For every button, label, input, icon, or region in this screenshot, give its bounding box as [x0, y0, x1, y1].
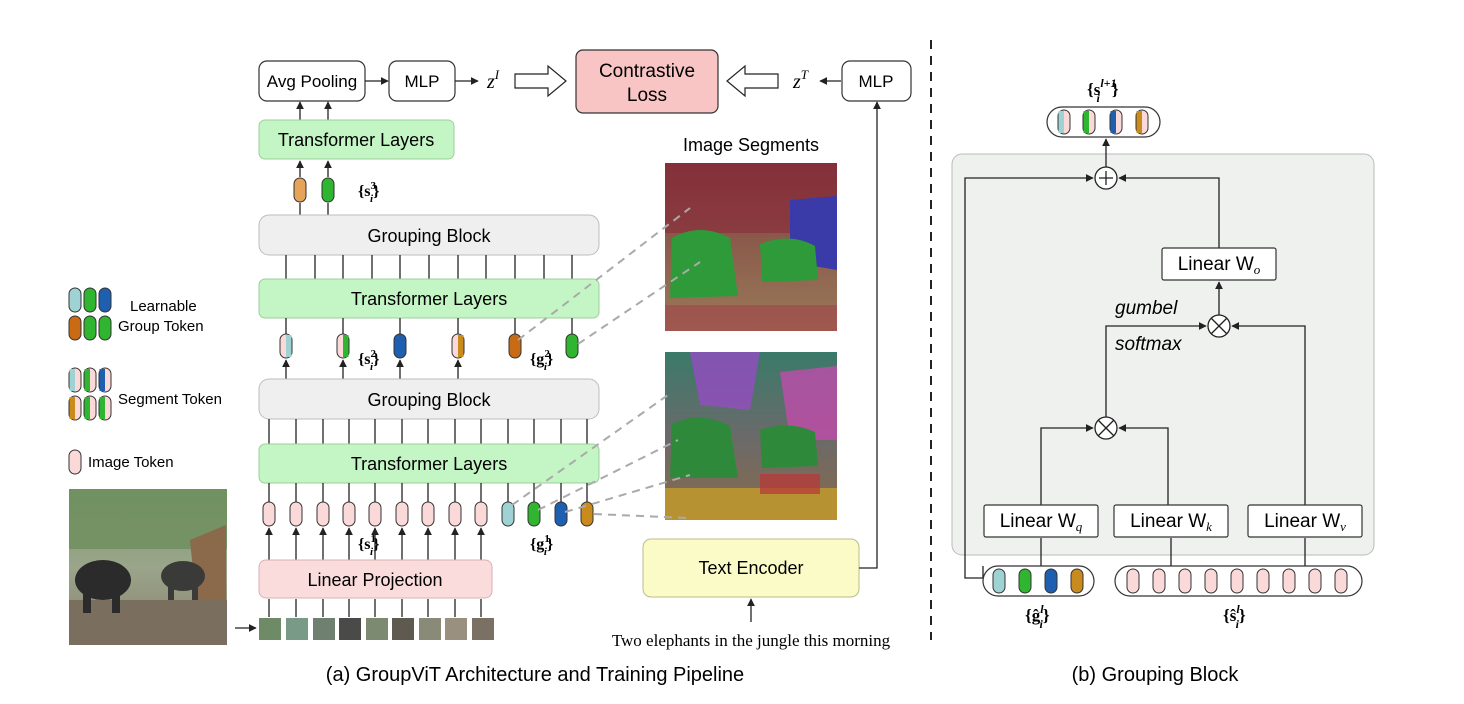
- softmax-label: softmax: [1115, 334, 1183, 355]
- segment-token: [293, 177, 307, 203]
- residual-add-icon: [1094, 166, 1118, 190]
- caption-text: Two elephants in the jungle this morning: [612, 631, 891, 650]
- legend-image-token: Image Token: [88, 454, 174, 471]
- linear-wk-box: Linear Wk: [1113, 504, 1229, 538]
- segment-image-bottom: [665, 352, 837, 520]
- transformer-mid-label: Transformer Layers: [351, 289, 507, 309]
- linear-wk-label: Linear Wk: [1130, 511, 1212, 534]
- z-image-label: zI: [486, 67, 500, 93]
- linear-wo-box: Linear Wo: [1161, 247, 1277, 281]
- contrastive-loss-box: Contrastive Loss: [575, 49, 719, 114]
- text-encoder-label: Text Encoder: [698, 558, 803, 578]
- contrastive-label-1: Contrastive: [599, 61, 695, 82]
- image-patches: [259, 618, 494, 640]
- grouping-upper-label: Grouping Block: [367, 226, 491, 246]
- transformer-top-label: Transformer Layers: [278, 130, 434, 150]
- group-token: [565, 333, 579, 359]
- group-token: [508, 333, 522, 359]
- input-group-token-pill: [982, 565, 1095, 597]
- z-text-label: zT: [792, 67, 809, 93]
- segment-token: [321, 177, 335, 203]
- linear-wv-box: Linear Wv: [1247, 504, 1363, 538]
- grouping-lower-label: Grouping Block: [367, 390, 491, 410]
- segment-token: [451, 333, 465, 359]
- grouping-block-lower: Grouping Block: [258, 378, 600, 420]
- image-to-loss-arrow: [514, 64, 567, 98]
- segment-image-top: [665, 163, 837, 331]
- output-token-pill: [1046, 106, 1161, 138]
- segment-token: [393, 333, 407, 359]
- mlp-text-box: MLP: [841, 60, 912, 102]
- multiply-upper-icon: [1207, 314, 1231, 338]
- legend-learnable-2: Group Token: [118, 318, 204, 335]
- mlp-image-box: MLP: [388, 60, 456, 102]
- transformer-low-label: Transformer Layers: [351, 454, 507, 474]
- group-token: [501, 501, 515, 527]
- mlp-image-label: MLP: [405, 72, 440, 91]
- group-token: [580, 501, 594, 527]
- image-segments-title: Image Segments: [683, 135, 819, 155]
- group-token: [554, 501, 568, 527]
- transformer-layers-top: Transformer Layers: [258, 119, 455, 160]
- group-token: [527, 501, 541, 527]
- caption-a: (a) GroupViT Architecture and Training P…: [326, 664, 744, 686]
- mlp-text-label: MLP: [859, 72, 894, 91]
- legend-learnable-1: Learnable: [130, 298, 197, 315]
- image-tokens-s1: [262, 501, 488, 527]
- text-to-loss-arrow: [726, 64, 779, 98]
- input-image: [69, 489, 227, 645]
- input-segment-token-pill: [1114, 565, 1363, 597]
- avg-pooling-box: Avg Pooling: [258, 60, 366, 102]
- linear-wq-box: Linear Wq: [983, 504, 1099, 538]
- avg-pooling-label: Avg Pooling: [267, 72, 357, 91]
- multiply-lower-icon: [1094, 416, 1118, 440]
- gumbel-label: gumbel: [1115, 298, 1178, 319]
- legend-segment-token: Segment Token: [118, 391, 222, 408]
- linear-wq-label: Linear Wq: [1000, 511, 1083, 534]
- segment-token: [336, 333, 350, 359]
- contrastive-label-2: Loss: [627, 85, 667, 106]
- segment-connectors: [511, 207, 701, 519]
- linear-projection-label: Linear Projection: [307, 570, 442, 590]
- caption-b: (b) Grouping Block: [1072, 664, 1240, 686]
- linear-projection-box: Linear Projection: [258, 559, 493, 599]
- transformer-layers-low: Transformer Layers: [258, 443, 600, 484]
- legend: Learnable Group Token Segment Token Imag…: [68, 287, 222, 475]
- linear-wv-label: Linear Wv: [1264, 511, 1346, 534]
- transformer-layers-mid: Transformer Layers: [258, 278, 600, 319]
- segment-token: [279, 333, 293, 359]
- linear-wo-label: Linear Wo: [1178, 254, 1261, 277]
- grouping-block-upper: Grouping Block: [258, 214, 600, 256]
- text-encoder-box: Text Encoder: [642, 538, 860, 598]
